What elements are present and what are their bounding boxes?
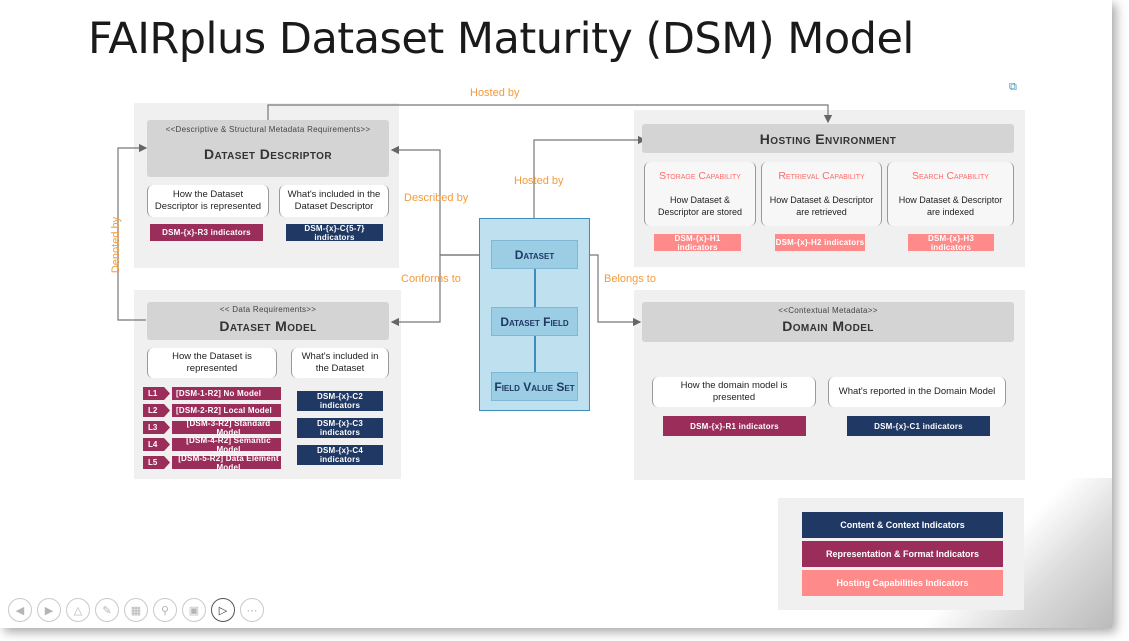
retrieval-capability-desc: How Dataset & Descriptor are retrieved xyxy=(769,195,874,217)
descriptor-content-bracket: What's included in the Dataset Descripto… xyxy=(279,185,389,217)
dataset-model-header: << Data Requirements>> Dataset Model xyxy=(147,302,389,340)
retrieval-capability-bracket: Retrieval Capability How Dataset & Descr… xyxy=(761,162,882,226)
dataset-descriptor-header: <<Descriptive & Structural Metadata Requ… xyxy=(147,120,389,177)
previous-icon[interactable]: ◀ xyxy=(8,598,32,622)
model-c2-tag: DSM-{x}-C2 indicators xyxy=(297,391,383,411)
video-icon[interactable]: ▷ xyxy=(211,598,235,622)
retrieval-h2-tag: DSM-{x}-H2 indicators xyxy=(775,234,865,251)
level-l4: L4 xyxy=(143,438,170,451)
domain-content-bracket: What's reported in the Domain Model xyxy=(828,377,1006,407)
denoted-by-label: Denoted by xyxy=(110,216,122,274)
slide: FAIRplus Dataset Maturity (DSM) Model ⧉ … xyxy=(8,14,1112,628)
dataset-field-node: Dataset Field xyxy=(491,307,578,336)
descriptor-stereotype: <<Descriptive & Structural Metadata Requ… xyxy=(165,125,371,134)
conforms-to-label: Conforms to xyxy=(401,273,461,285)
dataset-node: Dataset xyxy=(491,240,578,269)
zoom-icon[interactable]: ⚲ xyxy=(153,598,177,622)
legend-hosting-capabilities: Hosting Capabilities Indicators xyxy=(802,570,1003,596)
more-icon[interactable]: ⋯ xyxy=(240,598,264,622)
search-h3-tag: DSM-{x}-H3 indicators xyxy=(908,234,994,252)
domain-stereotype: <<Contextual Metadata>> xyxy=(778,306,878,315)
level-l3: L3 xyxy=(143,421,170,434)
domain-title: Domain Model xyxy=(782,318,874,334)
descriptor-c5-7-tag: DSM-{x}-C{5-7} indicators xyxy=(286,224,383,242)
model-content-bracket: What's included in the Dataset xyxy=(291,348,389,378)
level-l1: L1 xyxy=(143,387,170,400)
storage-capability-bracket: Storage Capability How Dataset & Descrip… xyxy=(644,162,756,226)
belongs-to-label: Belongs to xyxy=(604,273,656,285)
descriptor-title: Dataset Descriptor xyxy=(204,146,332,162)
field-value-set-node: Field Value Set xyxy=(491,372,578,401)
described-by-label: Described by xyxy=(404,192,469,204)
legend-representation-format: Representation & Format Indicators xyxy=(802,541,1003,567)
retrieval-capability-title: Retrieval Capability xyxy=(778,170,865,182)
hosting-title: Hosting Environment xyxy=(759,131,897,147)
level-l4-label: [DSM-4-R2] Semantic Model xyxy=(172,436,281,454)
model-stereotype: << Data Requirements>> xyxy=(219,305,317,314)
level-l3-label: [DSM-3-R2] Standard Model xyxy=(172,419,281,437)
domain-model-header: <<Contextual Metadata>> Domain Model xyxy=(642,302,1014,342)
hosting-environment-header: Hosting Environment xyxy=(642,124,1014,153)
model-representation-bracket: How the Dataset is represented xyxy=(147,348,277,378)
level-l2: L2 xyxy=(143,404,170,417)
model-c3-tag: DSM-{x}-C3 indicators xyxy=(297,418,383,438)
storage-capability-title: Storage Capability xyxy=(659,170,741,182)
domain-r1-tag: DSM-{x}-R1 indicators xyxy=(663,416,806,436)
model-c4-tag: DSM-{x}-C4 indicators xyxy=(297,445,383,465)
hosted-by-center-label: Hosted by xyxy=(514,175,564,187)
storage-h1-tag: DSM-{x}-H1 indicators xyxy=(654,234,741,252)
home-icon[interactable]: △ xyxy=(66,598,90,622)
slides-icon[interactable]: ▦ xyxy=(124,598,148,622)
level-l5-label: [DSM-5-R2] Data Element Model xyxy=(172,454,281,472)
search-capability-title: Search Capability xyxy=(912,170,989,182)
descriptor-representation-bracket: How the Dataset Descriptor is represente… xyxy=(147,185,269,217)
hosted-by-top-label: Hosted by xyxy=(470,87,520,99)
model-title: Dataset Model xyxy=(219,318,317,334)
domain-c1-tag: DSM-{x}-C1 indicators xyxy=(847,416,990,436)
legend: Content & Context Indicators Representat… xyxy=(778,498,1024,610)
level-l1-label: [DSM-1-R2] No Model xyxy=(172,387,281,400)
search-capability-desc: How Dataset & Descriptor are indexed xyxy=(898,195,1003,217)
level-l5: L5 xyxy=(143,456,170,469)
subtitles-icon[interactable]: ▣ xyxy=(182,598,206,622)
search-capability-bracket: Search Capability How Dataset & Descript… xyxy=(887,162,1014,226)
level-l2-label: [DSM-2-R2] Local Model xyxy=(172,404,281,417)
legend-content-context: Content & Context Indicators xyxy=(802,512,1003,538)
descriptor-r3-tag: DSM-{x}-R3 indicators xyxy=(150,224,263,241)
next-icon[interactable]: ▶ xyxy=(37,598,61,622)
presentation-toolbar: ◀ ▶ △ ✎ ▦ ⚲ ▣ ▷ ⋯ xyxy=(8,598,264,622)
expand-icon[interactable]: ⧉ xyxy=(1009,81,1017,93)
pen-icon[interactable]: ✎ xyxy=(95,598,119,622)
domain-representation-bracket: How the domain model is presented xyxy=(652,377,816,407)
slide-title: FAIRplus Dataset Maturity (DSM) Model xyxy=(88,14,914,64)
storage-capability-desc: How Dataset & Descriptor are stored xyxy=(657,195,743,217)
connector-lines xyxy=(117,104,833,327)
